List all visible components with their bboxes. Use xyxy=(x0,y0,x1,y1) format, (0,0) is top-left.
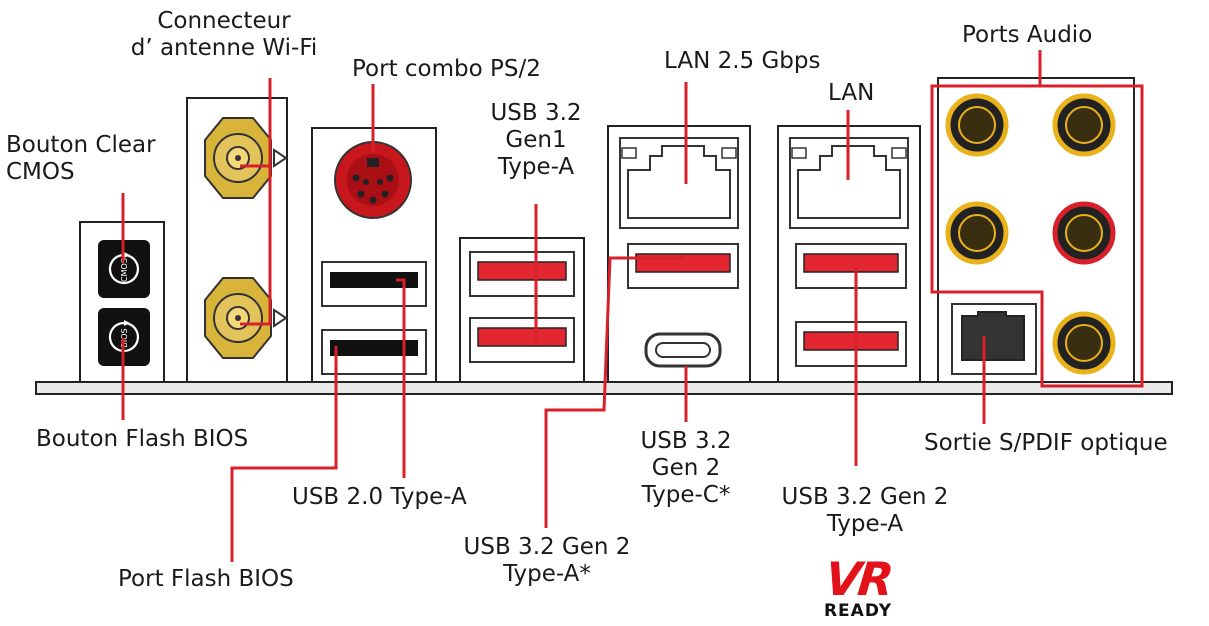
label-usb32-gen2-c-line2: Gen 2 xyxy=(651,455,721,481)
label-audio-ports: Ports Audio xyxy=(962,22,1093,48)
usb32-gen1-block xyxy=(459,237,585,383)
label-flash-bios-port: Port Flash BIOS xyxy=(118,566,294,592)
label-usb32-gen2-c-line3: Type-C* xyxy=(641,482,731,508)
label-usb32-gen2-c: USB 3.2 Gen 2 Type-C* xyxy=(622,428,750,509)
ps2-usb20-block xyxy=(311,127,437,383)
label-usb32-gen2-a-line1: USB 3.2 Gen 2 xyxy=(781,484,949,510)
flash-bios-button[interactable] xyxy=(98,308,150,366)
label-wifi-connector: Connecteur d’ antenne Wi-Fi xyxy=(106,8,342,62)
label-usb32-gen1-line1: USB 3.2 xyxy=(490,100,582,126)
label-ps2-port: Port combo PS/2 xyxy=(352,56,541,82)
audio-block xyxy=(930,77,1144,388)
label-wifi-line1: Connecteur xyxy=(157,8,291,34)
label-wifi-line2: d’ antenne Wi-Fi xyxy=(130,35,318,61)
lan25-port-icon[interactable] xyxy=(627,145,731,219)
label-clear-cmos-line2: CMOS xyxy=(6,159,75,185)
vr-ready-logo: VR READY xyxy=(798,552,918,622)
clear-cmos-button[interactable] xyxy=(98,240,150,298)
lan-port-icon[interactable] xyxy=(797,145,901,219)
label-usb32-gen2-a-star: USB 3.2 Gen 2 Type-A* xyxy=(446,534,648,588)
label-spdif: Sortie S/PDIF optique xyxy=(924,430,1168,456)
label-usb32-gen2-a-line2: Type-A xyxy=(826,511,904,537)
label-lan: LAN xyxy=(828,80,875,106)
label-flash-bios-button: Bouton Flash BIOS xyxy=(36,426,249,452)
leader-lines xyxy=(121,50,1042,562)
label-usb20: USB 2.0 Type-A xyxy=(292,484,467,510)
vr-logo-text: VR xyxy=(822,552,894,606)
label-lan-25: LAN 2.5 Gbps xyxy=(664,48,821,74)
ready-logo-text: READY xyxy=(823,601,893,621)
label-usb32-gen2-c-line1: USB 3.2 xyxy=(640,428,732,454)
cmos-button-text: CMOS xyxy=(120,258,129,282)
label-usb32-gen1-line2: Gen1 xyxy=(505,127,567,153)
wifi-block xyxy=(186,97,288,383)
label-usb32-gen2-a-star-line2: Type-A* xyxy=(503,561,591,587)
lan25-block xyxy=(607,125,751,383)
label-clear-cmos-line1: Bouton Clear xyxy=(6,132,156,158)
label-usb32-gen1: USB 3.2 Gen1 Type-A xyxy=(476,100,596,181)
label-clear-cmos: Bouton Clear CMOS xyxy=(6,132,156,186)
label-usb32-gen2-a: USB 3.2 Gen 2 Type-A xyxy=(760,484,970,538)
label-usb32-gen1-line3: Type-A xyxy=(497,154,575,180)
audio-highlight xyxy=(930,84,1144,388)
label-usb32-gen2-a-star-line1: USB 3.2 Gen 2 xyxy=(463,534,631,560)
